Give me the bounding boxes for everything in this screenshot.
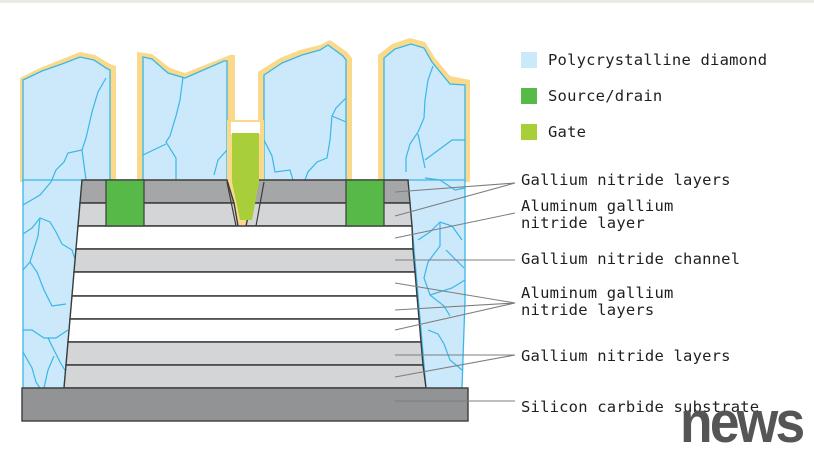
grain-line [47, 337, 67, 373]
diamond-grain-boundaries [22, 65, 466, 389]
grain-line [165, 76, 184, 182]
diamond-column-1 [22, 56, 111, 183]
diamond-swatch [521, 52, 537, 68]
grain-line [22, 351, 41, 389]
grain-line [22, 261, 31, 271]
leader-gan-top [394, 182, 516, 217]
leader-lines [394, 182, 516, 402]
source-contact [105, 179, 145, 227]
layer-gan-lower-1 [65, 341, 424, 366]
callout-algan-layer: Aluminum gallium nitride layer [521, 197, 674, 232]
grain-line [43, 355, 55, 389]
grain-line [142, 143, 167, 156]
callout-silicon-carbide-substrate: Silicon carbide substrate [521, 398, 760, 416]
gate-swatch [521, 124, 537, 140]
grain-line [417, 133, 426, 169]
source-drain-swatch [521, 88, 537, 104]
grain-line [424, 139, 465, 161]
grain-line [423, 222, 451, 317]
callout-gan-channel: Gallium nitride channel [521, 250, 741, 268]
layer-algan-white-3 [69, 295, 420, 320]
layer-silicon-carbide-substrate [21, 387, 469, 422]
legend: Polycrystalline diamond Source/drain Gat… [521, 42, 767, 150]
grain-line [424, 177, 466, 191]
layer-gan-top [79, 179, 235, 204]
layer-algan-white-4 [67, 318, 422, 343]
layer-algan-white-1 [75, 225, 414, 250]
gate [232, 133, 259, 220]
leader-gan-lower [394, 354, 516, 378]
layer-algan-barrier-right [245, 202, 413, 227]
layer-algan-barrier [77, 202, 239, 227]
leader-algan-layer [394, 212, 516, 239]
grain-line [427, 329, 463, 371]
legend-item-diamond: Polycrystalline diamond [521, 42, 767, 78]
grain-line [22, 181, 52, 206]
callout-algan-layers: Aluminum gallium nitride layers [521, 284, 674, 319]
drain-contact [345, 179, 385, 227]
layer-gan-channel [73, 248, 416, 273]
leader-algan-layers [394, 282, 516, 331]
legend-label: Polycrystalline diamond [548, 51, 768, 69]
layer-algan-white-2 [71, 271, 418, 297]
layer-gan-top-right [250, 179, 411, 204]
legend-item-gate: Gate [521, 114, 767, 150]
gate-trench-edge [226, 181, 265, 227]
grain-line [81, 149, 87, 181]
gate-opening-white [231, 122, 260, 134]
top-border [0, 0, 814, 3]
grain-line [213, 149, 228, 176]
callout-gan-layers-lower: Gallium nitride layers [521, 347, 731, 365]
legend-label: Gate [548, 123, 587, 141]
grain-line [405, 65, 434, 172]
grain-line [23, 329, 69, 339]
layer-gan-lower-2 [63, 364, 427, 389]
legend-label: Source/drain [548, 87, 663, 105]
legend-item-source-drain: Source/drain [521, 78, 767, 114]
grain-line [304, 97, 347, 181]
grain-line [29, 217, 67, 307]
grain-line [429, 279, 466, 296]
grain-line [331, 115, 347, 123]
callout-gan-layers-top: Gallium nitride layers [521, 171, 731, 189]
grain-line [22, 217, 77, 263]
diamond-fill-layer [22, 43, 466, 389]
news-watermark-logo: news [680, 390, 805, 455]
grain-line [263, 139, 294, 181]
